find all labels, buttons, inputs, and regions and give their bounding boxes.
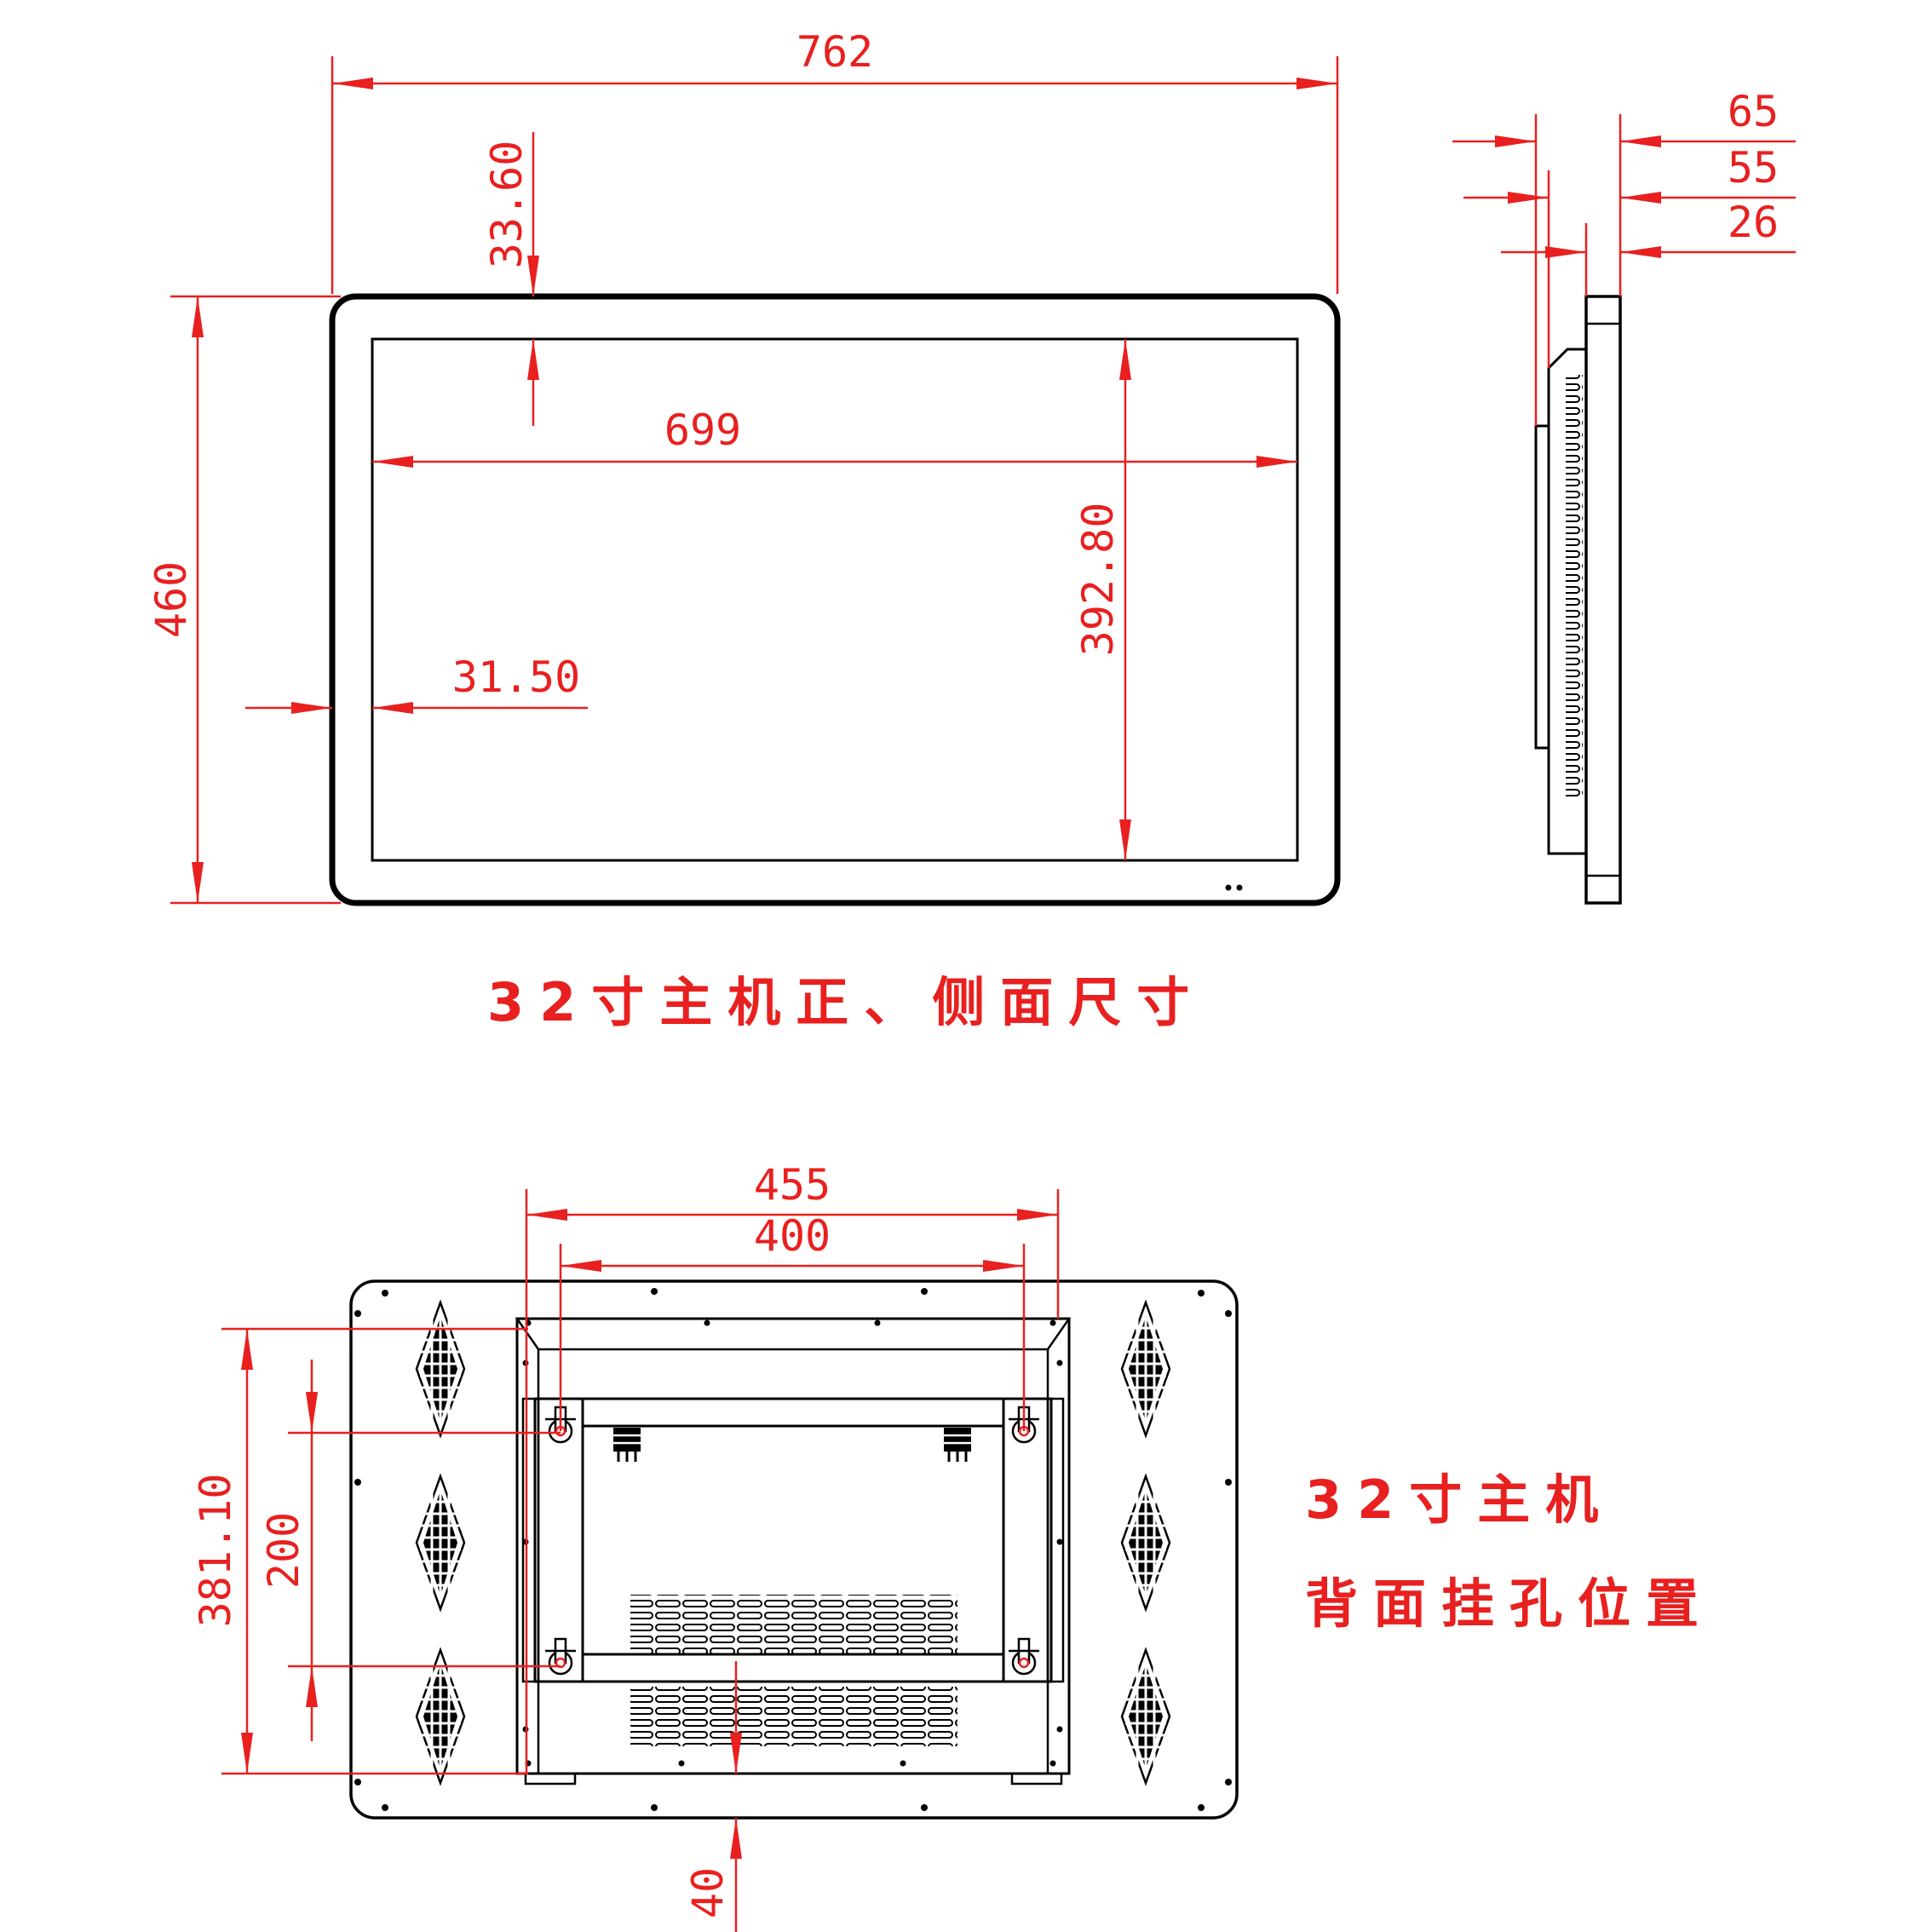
dim-total-height: 460 — [147, 295, 341, 905]
indicator-led-icon — [1225, 884, 1232, 891]
speaker-grille-icon — [1120, 1475, 1171, 1611]
dim-label-hole-spacing-v: 200 — [259, 1512, 308, 1589]
front-bezel-outline — [329, 293, 1341, 906]
dim-hole-spacing-v: 200 — [259, 1360, 561, 1741]
side-view: 65 55 26 — [1452, 87, 1796, 905]
dim-label-top-bezel: 33.60 — [482, 141, 532, 269]
back-vent-upper — [630, 1595, 957, 1654]
speaker-grille-icon — [415, 1648, 466, 1785]
front-screen-outline — [371, 337, 1299, 862]
side-vent-strip — [1566, 375, 1583, 801]
speaker-grille-icon — [1120, 1648, 1171, 1785]
speaker-grille-icon — [415, 1475, 466, 1611]
dim-label-screen-width: 699 — [664, 405, 741, 455]
dim-label-depth-panel: 26 — [1728, 198, 1779, 247]
dim-bracket-outer: 455 — [525, 1160, 1060, 1774]
dim-label-depth-mid: 55 — [1728, 143, 1779, 193]
front-view: 762 33.60 699 460 392.80 31 — [147, 27, 1341, 906]
back-screw-dots — [354, 1288, 1232, 1811]
mount-hole-icon — [1007, 1637, 1041, 1676]
dim-label-screen-height: 392.80 — [1073, 503, 1123, 657]
ir-sensor-icon — [1236, 884, 1243, 891]
mount-hole-icon — [543, 1637, 578, 1676]
speaker-grille-icon — [1120, 1301, 1171, 1437]
side-mount-plate — [1534, 424, 1550, 750]
dim-label-total-width: 762 — [796, 27, 873, 77]
dim-screen-height: 392.80 — [1073, 339, 1131, 860]
caption-front-side: 32寸主机正、侧面尺寸 — [487, 971, 1205, 1033]
dim-side-depth: 65 55 26 — [1452, 87, 1796, 426]
cable-clip-icon — [942, 1426, 973, 1463]
dim-label-bracket-outer: 455 — [754, 1160, 831, 1210]
dim-hole-spacing-h: 400 — [559, 1211, 1026, 1431]
caption-back-line1: 32寸主机 — [1305, 1469, 1613, 1531]
dim-label-hole-spacing-h: 400 — [754, 1211, 831, 1261]
back-vent-lower — [630, 1687, 957, 1746]
side-front-panel — [1584, 295, 1622, 905]
speaker-grille-icon — [415, 1301, 466, 1437]
dim-bracket-height: 381.10 — [191, 1327, 528, 1775]
dim-label-depth-total: 65 — [1728, 87, 1779, 136]
dim-label-bracket-height: 381.10 — [191, 1474, 240, 1628]
dim-total-width: 762 — [331, 27, 1339, 294]
dim-label-side-bezel: 31.50 — [452, 653, 581, 702]
dim-top-bezel: 33.60 — [482, 132, 539, 426]
dim-bottom-offset: 40 — [683, 1661, 742, 1932]
caption-back-line2: 背面挂孔位置 — [1305, 1573, 1714, 1635]
back-housing-outline — [349, 1279, 1239, 1820]
cable-clip-icon — [612, 1426, 642, 1463]
dim-screen-width: 699 — [372, 405, 1297, 468]
dim-label-bottom-offset: 40 — [683, 1867, 733, 1918]
dim-side-bezel: 31.50 — [245, 653, 588, 714]
back-view: 455 400 381.10 200 40 — [191, 1160, 1239, 1932]
dim-label-total-height: 460 — [147, 561, 196, 638]
